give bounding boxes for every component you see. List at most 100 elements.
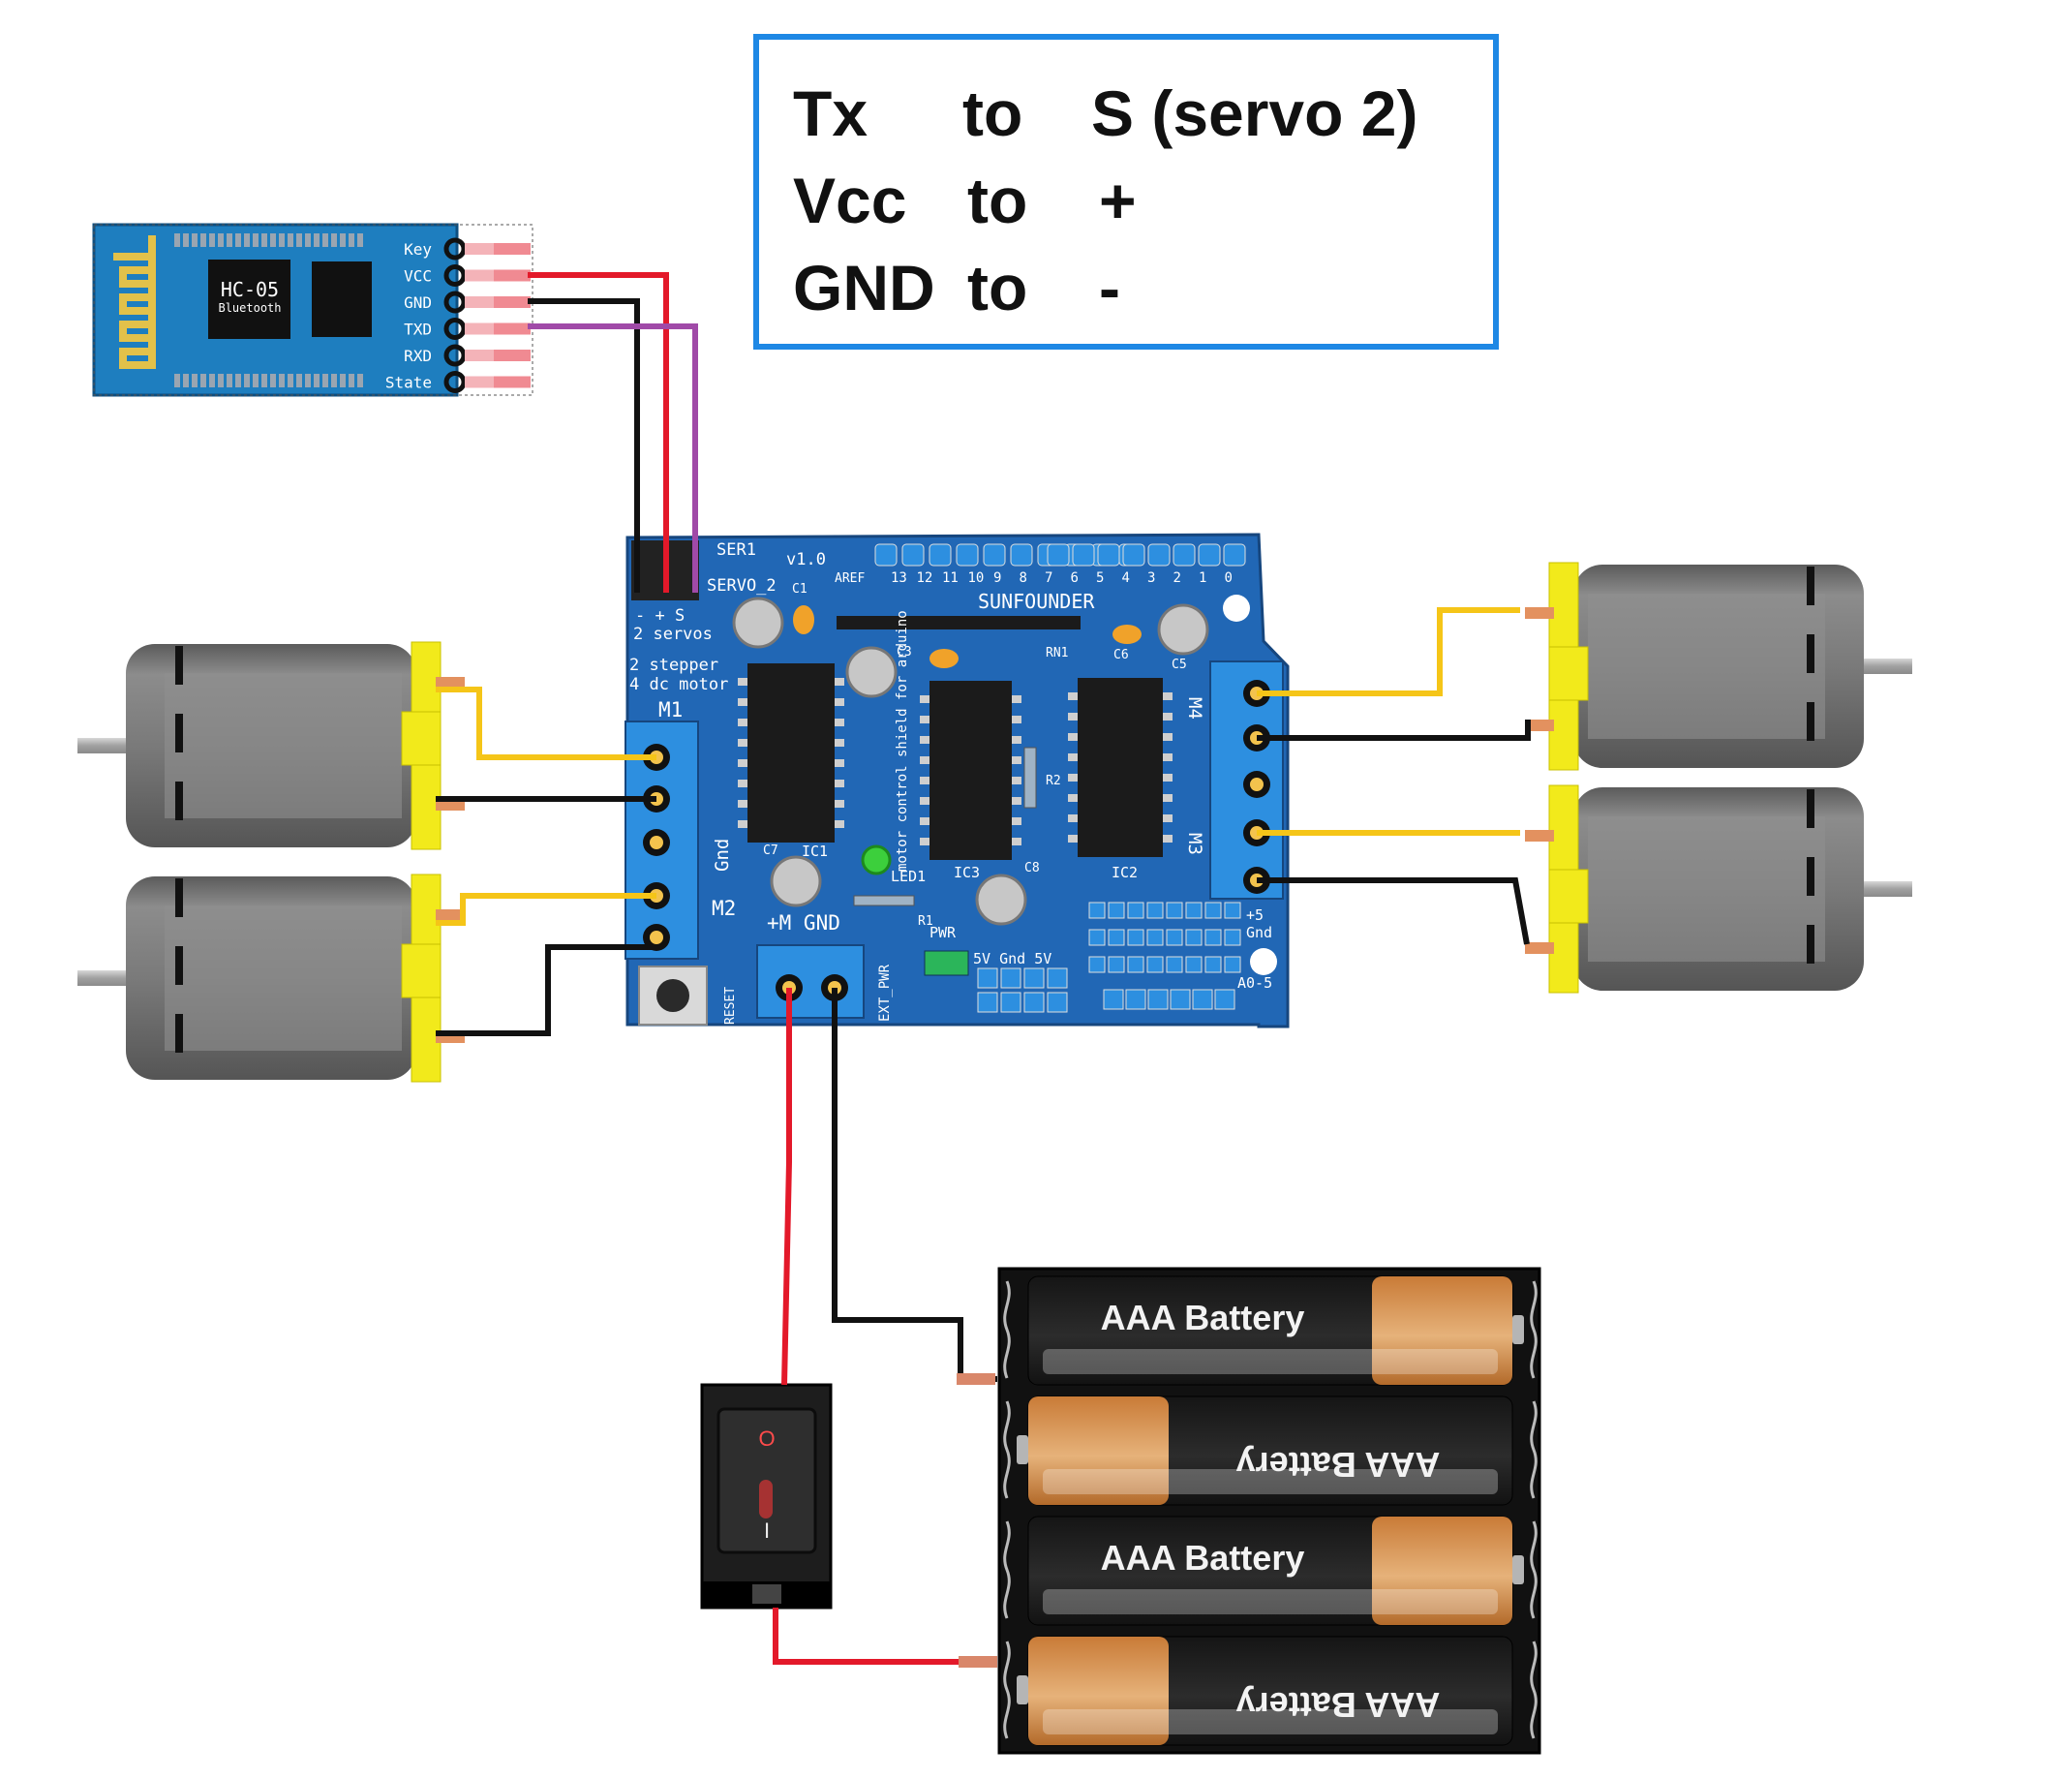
- note-signal-tx: Tx: [793, 77, 868, 149]
- motor-shaft: [77, 738, 131, 753]
- note-row-tx: Tx to S (servo 2): [793, 77, 1417, 445]
- antenna-trace: [113, 235, 156, 369]
- note-word-vcc: to: [967, 165, 1028, 236]
- switch-on-mark: I: [764, 1518, 770, 1543]
- dc-motor: [1525, 784, 1912, 994]
- note-word-tx: to: [962, 77, 1023, 149]
- bt-pin-label: RXD: [404, 347, 432, 365]
- pin-number-label: 2: [1173, 570, 1181, 586]
- ser1-label: SER1: [716, 540, 756, 560]
- bt-pin-label: VCC: [404, 267, 432, 286]
- ic2-label: IC2: [1112, 864, 1138, 881]
- note-word-gnd: to: [967, 252, 1028, 323]
- module-sub: Bluetooth: [218, 301, 281, 315]
- bt-pin-label: TXD: [404, 321, 432, 339]
- aref-label: AREF: [835, 571, 865, 586]
- note-target-tx: S (servo 2): [1091, 77, 1418, 149]
- c5-label: C5: [1172, 658, 1187, 672]
- c3-label: C3: [897, 645, 912, 659]
- pin-number-label: 11: [942, 570, 959, 586]
- m4-label: M4: [1184, 697, 1205, 720]
- pin-number-label: 10: [968, 570, 985, 586]
- note-target-gnd: -: [1099, 252, 1120, 323]
- aaa-battery: AAA Battery: [1003, 1396, 1538, 1506]
- switch-off-mark: O: [758, 1426, 775, 1451]
- capacitors: [732, 597, 1209, 926]
- motor-shaft: [1859, 881, 1912, 897]
- motor-shield: SER1 v1.0 SERVO_2 - + S 2 servos 2 stepp…: [625, 533, 1290, 1028]
- servo2-label: SERVO_2: [707, 576, 777, 596]
- a0-label: A0-5: [1237, 974, 1272, 992]
- dcmotor-label: 4 dc motor: [629, 675, 728, 694]
- pin-number-label: 4: [1122, 570, 1130, 586]
- stepper-label: 2 stepper: [629, 656, 718, 675]
- pin-number-label: 1: [1199, 570, 1206, 586]
- bt-pin: [443, 291, 467, 314]
- led1-label: LED1: [891, 868, 926, 885]
- r2-label: R2: [1046, 774, 1061, 788]
- pin-number-label: 7: [1045, 570, 1052, 586]
- motor-shaft: [77, 970, 131, 986]
- pin-number-label: 13: [891, 570, 907, 586]
- pin-number-label: 9: [993, 570, 1001, 586]
- c1-label: C1: [792, 582, 807, 597]
- plus5-label: +5: [1246, 906, 1264, 924]
- pin-number-label: 5: [1096, 570, 1104, 586]
- dc-motor: [1525, 562, 1912, 771]
- edge-pads: [174, 233, 363, 387]
- servos-label: 2 servos: [633, 625, 713, 644]
- pwr-terminal-label: +M GND: [767, 911, 840, 935]
- c7-label: C7: [763, 843, 778, 858]
- note-row-vcc: Vcc to +: [793, 164, 1137, 532]
- battery-label: AAA Battery: [1101, 1538, 1305, 1578]
- aaa-battery: AAA Battery: [1003, 1275, 1538, 1386]
- c8-label: C8: [1024, 861, 1040, 875]
- gnd-label: Gnd: [712, 839, 733, 872]
- dc-motors: [77, 562, 1912, 1083]
- m3-label: M3: [1184, 833, 1205, 855]
- battery-label: AAA Battery: [1101, 1298, 1305, 1337]
- dc-motor: [77, 874, 465, 1083]
- gnd2-label: Gnd: [1246, 924, 1272, 941]
- note-signal-vcc: Vcc: [793, 165, 907, 236]
- motor-shaft: [1859, 659, 1912, 674]
- bt-pin: [443, 371, 467, 393]
- m2-label: M2: [712, 897, 736, 920]
- c6-label: C6: [1113, 648, 1129, 662]
- version-label: v1.0: [786, 550, 826, 569]
- reset-button-icon: [656, 979, 689, 1012]
- battery-label: AAA Battery: [1236, 1685, 1441, 1725]
- aaa-battery: AAA Battery: [1003, 1636, 1538, 1746]
- pin-number-label: 8: [1020, 570, 1027, 586]
- rocker-switch: O I: [700, 1383, 833, 1610]
- wiring-note: Tx to S (servo 2) Vcc to + GND to -: [753, 34, 1499, 350]
- switch-rocker-icon: [759, 1480, 773, 1518]
- pin-number-label: 3: [1147, 570, 1155, 586]
- m1-label: M1: [658, 698, 683, 721]
- pin-number-label: 12: [917, 570, 933, 586]
- bt-pin: [443, 344, 467, 367]
- battery-label: AAA Battery: [1236, 1445, 1441, 1485]
- pin-number-label: 6: [1071, 570, 1079, 586]
- terminal-screws: [643, 680, 1270, 1001]
- reset-label: RESET: [723, 987, 738, 1025]
- ic3-label: IC3: [954, 864, 980, 881]
- note-signal-gnd: GND: [793, 252, 935, 323]
- servo-pins-label: - + S: [635, 606, 685, 626]
- led-icon: [861, 844, 892, 875]
- dc-motor: [77, 641, 465, 850]
- r1-label: R1: [918, 914, 933, 929]
- pin-number-label: 0: [1225, 570, 1233, 586]
- ic1-label: IC1: [802, 843, 828, 860]
- five-v-label: 5V Gnd 5V: [973, 950, 1051, 967]
- aaa-battery: AAA Battery: [1003, 1516, 1538, 1626]
- pwr-label: PWR: [929, 924, 957, 941]
- ext-pwr-label: EXT_PWR: [877, 964, 893, 1022]
- brand-label: SUNFOUNDER: [978, 590, 1095, 613]
- bt-pin-label: State: [385, 374, 432, 392]
- rn1-label: RN1: [1046, 646, 1068, 660]
